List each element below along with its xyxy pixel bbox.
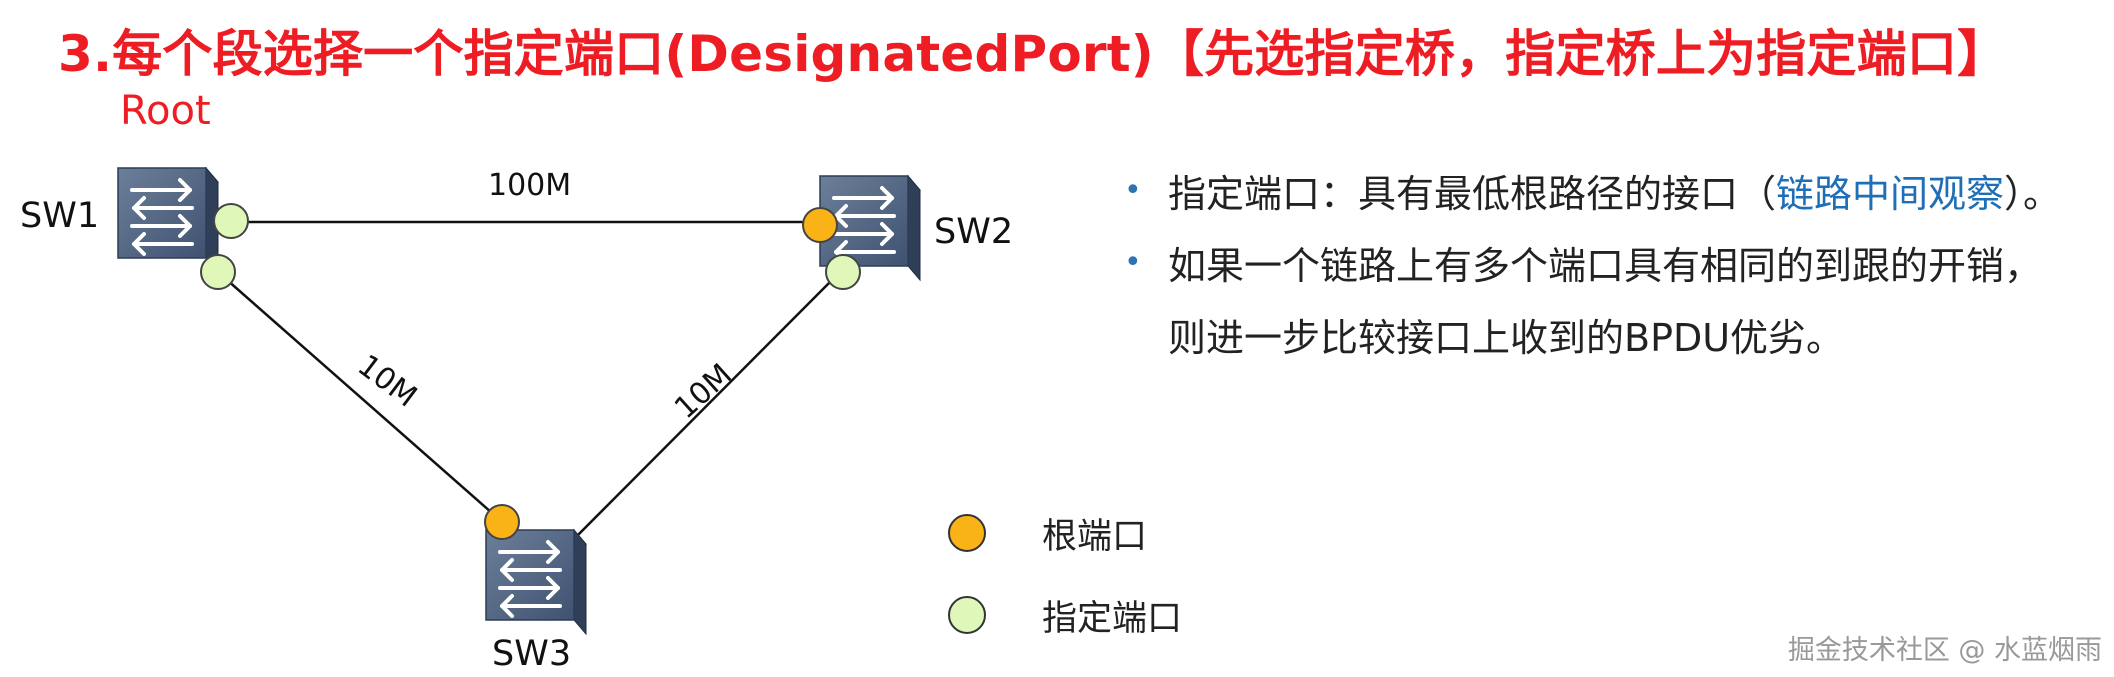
legend-root-port: 根端口: [948, 514, 1147, 557]
bullet-1-text: 指定端口：具有最低根路径的接口（: [1168, 172, 1777, 216]
bullet-marker: •: [1124, 245, 1142, 280]
designated-port-swatch: [948, 596, 986, 634]
network-diagram: [116, 166, 922, 636]
bullet-item-1: • 指定端口：具有最低根路径的接口（链路中间观察）。: [1118, 158, 2061, 230]
page-title: 3.每个段选择一个指定端口(DesignatedPort)【先选指定桥，指定桥上…: [58, 25, 2008, 83]
port-sw1-to-sw3: [200, 254, 236, 290]
bullet-list: • 指定端口：具有最低根路径的接口（链路中间观察）。 • 如果一个链路上有多个端…: [1118, 158, 2061, 374]
switch-sw1-icon: [116, 166, 220, 274]
bullet-item-2: • 如果一个链路上有多个端口具有相同的到跟的开销，: [1118, 230, 2061, 302]
link-sw1-sw3: [217, 271, 501, 521]
port-sw1-to-sw2: [213, 203, 249, 239]
bullet-2-line-1: 如果一个链路上有多个端口具有相同的到跟的开销，: [1168, 244, 2043, 288]
sw1-label: SW1: [20, 196, 100, 236]
bullet-marker: •: [1124, 173, 1142, 208]
port-sw2-to-sw1: [802, 207, 838, 243]
legend-designated-port: 指定端口: [948, 596, 1182, 639]
legend-root-port-label: 根端口: [1042, 516, 1148, 557]
sw3-label: SW3: [492, 634, 572, 674]
sw2-label: SW2: [934, 212, 1014, 252]
bullet-1-highlight: 链路中间观察: [1776, 172, 2005, 216]
link-sw2-sw3: [564, 271, 841, 549]
link-label-sw1-sw2: 100M: [488, 168, 572, 203]
watermark: 掘金技术社区 @ 水蓝烟雨: [1787, 635, 2102, 666]
bullet-2-line-2: 则进一步比较接口上收到的BPDU优劣。: [1168, 316, 1845, 360]
bullet-1-suffix: ）。: [2004, 172, 2062, 216]
switch-sw3-icon: [484, 528, 588, 636]
root-port-swatch: [948, 514, 986, 552]
root-label: Root: [120, 88, 211, 134]
port-sw3-to-sw1: [484, 504, 520, 540]
port-sw2-to-sw3: [825, 254, 861, 290]
legend-designated-port-label: 指定端口: [1042, 598, 1183, 639]
